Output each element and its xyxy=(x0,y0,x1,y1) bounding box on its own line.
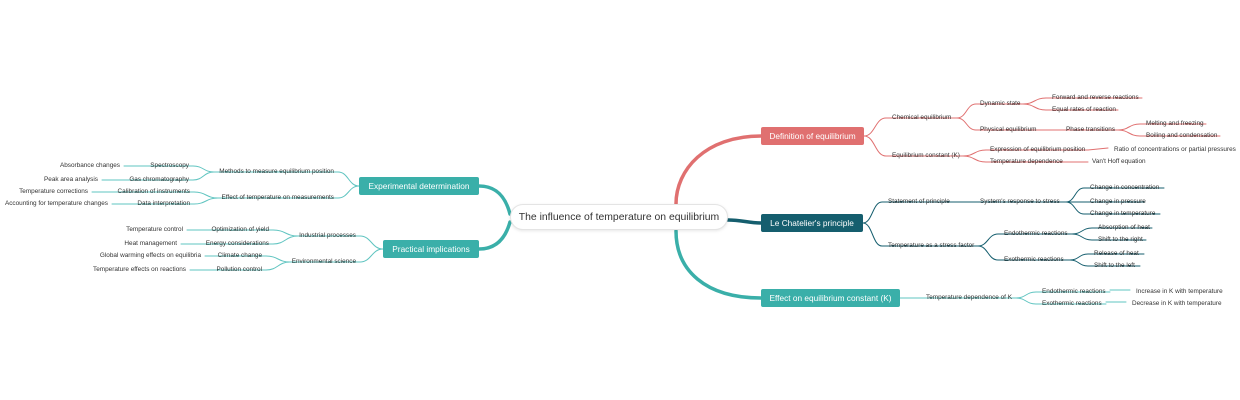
edge-root-practical xyxy=(477,220,512,251)
node-calibration-of-instruments[interactable]: Calibration of instruments xyxy=(117,188,190,195)
branch-experimental-determination[interactable]: Experimental determination xyxy=(359,177,479,195)
node-ratio-of-concentrations[interactable]: Ratio of concentrations or partial press… xyxy=(1114,146,1236,153)
edge-response-temp xyxy=(1065,201,1161,215)
edge-stress-endo xyxy=(977,233,1073,247)
node-peak-area-analysis[interactable]: Peak area analysis xyxy=(44,176,98,183)
node-temperature-dependence[interactable]: Temperature dependence xyxy=(990,158,1063,165)
edge-response-conc xyxy=(1065,187,1165,203)
node-temperature-corrections[interactable]: Temperature corrections xyxy=(19,188,88,195)
node-temperature-dependence-of-k[interactable]: Temperature dependence of K xyxy=(926,294,1012,301)
node-k-endothermic-reactions[interactable]: Endothermic reactions xyxy=(1042,288,1106,295)
root-topic[interactable]: The influence of temperature on equilibr… xyxy=(510,204,728,230)
node-environmental-science[interactable]: Environmental science xyxy=(291,258,356,265)
node-release-of-heat[interactable]: Release of heat xyxy=(1094,250,1139,257)
node-chemical-equilibrium[interactable]: Chemical equilibrium xyxy=(892,114,952,121)
node-change-in-temperature[interactable]: Change in temperature xyxy=(1090,210,1156,217)
node-heat-management[interactable]: Heat management xyxy=(124,240,177,247)
node-shift-to-the-left[interactable]: Shift to the left xyxy=(1094,262,1135,269)
edge-phase-boiling xyxy=(1117,129,1221,137)
edge-effect-interpretation xyxy=(135,197,219,205)
edge-exp-effect xyxy=(217,185,360,199)
edge-root-effect xyxy=(674,229,763,300)
node-boiling-and-condensation[interactable]: Boiling and condensation xyxy=(1146,132,1218,139)
node-effect-of-temperature-on-measurements[interactable]: Effect of temperature on measurements xyxy=(221,194,335,201)
edge-lc-statement xyxy=(862,201,955,224)
edge-chem-dynamic xyxy=(956,103,1024,119)
edge-methods-spectroscopy xyxy=(148,165,215,173)
branch-effect-on-equilibrium-constant[interactable]: Effect on equilibrium constant (K) xyxy=(761,289,900,307)
node-absorption-of-heat[interactable]: Absorption of heat xyxy=(1098,224,1150,231)
branch-le-chateliers-principle[interactable]: Le Chatelier's principle xyxy=(761,214,863,232)
edge-environmental-pollution xyxy=(213,261,291,271)
node-equilibrium-constant-k[interactable]: Equilibrium constant (K) xyxy=(892,152,960,159)
node-accounting-for-temperature-changes[interactable]: Accounting for temperature changes xyxy=(4,200,108,207)
node-absorbance-changes[interactable]: Absorbance changes xyxy=(59,162,120,169)
edge-root-experimental xyxy=(477,184,512,216)
branch-practical-implications[interactable]: Practical implications xyxy=(383,240,479,258)
node-equal-rates-of-reaction[interactable]: Equal rates of reaction xyxy=(1052,106,1116,113)
node-increase-in-k[interactable]: Increase in K with temperature xyxy=(1136,288,1223,295)
branch-definition-of-equilibrium[interactable]: Definition of equilibrium xyxy=(761,127,864,145)
node-shift-to-the-right[interactable]: Shift to the right xyxy=(1098,236,1143,243)
edge-dyn-equal xyxy=(1022,103,1119,111)
node-temperature-effects-on-reactions[interactable]: Temperature effects on reactions xyxy=(93,266,186,273)
edge-def-chemical xyxy=(863,117,887,137)
node-phase-transitions[interactable]: Phase transitions xyxy=(1066,126,1116,133)
node-endothermic-reactions[interactable]: Endothermic reactions xyxy=(1004,230,1068,237)
edge-def-constant xyxy=(863,135,887,157)
node-methods-to-measure[interactable]: Methods to measure equilibrium position xyxy=(219,168,334,175)
node-spectroscopy[interactable]: Spectroscopy xyxy=(150,162,189,169)
node-data-interpretation[interactable]: Data interpretation xyxy=(137,200,190,207)
edge-lc-stress xyxy=(862,222,979,247)
node-melting-and-freezing[interactable]: Melting and freezing xyxy=(1146,120,1204,127)
edge-endo-right xyxy=(1071,233,1147,241)
node-temperature-as-a-stress-factor[interactable]: Temperature as a stress factor xyxy=(888,242,975,249)
node-gas-chromatography[interactable]: Gas chromatography xyxy=(129,176,189,183)
node-systems-response-to-stress[interactable]: System's response to stress xyxy=(980,198,1060,205)
node-global-warming-effects[interactable]: Global warming effects on equilibria xyxy=(99,252,201,259)
node-pollution-control[interactable]: Pollution control xyxy=(216,266,262,273)
edge-exo-left xyxy=(1069,259,1141,267)
edge-prac-environmental xyxy=(289,248,384,263)
edge-environmental-climate xyxy=(215,255,291,263)
node-industrial-processes[interactable]: Industrial processes xyxy=(299,232,356,239)
node-change-in-pressure[interactable]: Change in pressure xyxy=(1090,198,1146,205)
edge-expression-ratio xyxy=(1087,147,1109,151)
node-expression-of-equilibrium-position[interactable]: Expression of equilibrium position xyxy=(990,146,1086,153)
node-statement-of-principle[interactable]: Statement of principle xyxy=(888,198,950,205)
edge-stress-exo xyxy=(977,245,1071,261)
edge-exp-methods xyxy=(213,171,360,187)
node-exothermic-reactions[interactable]: Exothermic reactions xyxy=(1004,256,1064,263)
node-physical-equilibrium[interactable]: Physical equilibrium xyxy=(980,126,1037,133)
edge-tdk-exo xyxy=(1015,297,1107,305)
edge-root-definition xyxy=(674,134,763,206)
node-dynamic-state[interactable]: Dynamic state xyxy=(980,100,1021,107)
edge-chem-physical xyxy=(956,117,1041,131)
node-temperature-control[interactable]: Temperature control xyxy=(126,226,183,233)
node-forward-and-reverse-reactions[interactable]: Forward and reverse reactions xyxy=(1052,94,1139,101)
node-decrease-in-k[interactable]: Decrease in K with temperature xyxy=(1132,300,1222,307)
edge-k-tempdep xyxy=(962,155,1067,163)
node-energy-considerations[interactable]: Energy considerations xyxy=(205,240,269,247)
node-k-exothermic-reactions[interactable]: Exothermic reactions xyxy=(1042,300,1102,307)
connector-lines xyxy=(91,97,1221,305)
node-vant-hoff-equation[interactable]: Van't Hoff equation xyxy=(1092,158,1146,165)
edge-methods-gc xyxy=(128,171,215,181)
edge-prac-industrial xyxy=(297,235,384,250)
node-change-in-concentration[interactable]: Change in concentration xyxy=(1090,184,1160,191)
edge-industrial-energy xyxy=(204,235,299,245)
node-climate-change[interactable]: Climate change xyxy=(217,252,262,259)
edge-root-lechatelier xyxy=(726,218,763,225)
node-optimization-of-yield[interactable]: Optimization of yield xyxy=(211,226,269,233)
edge-industrial-yield xyxy=(210,229,299,237)
